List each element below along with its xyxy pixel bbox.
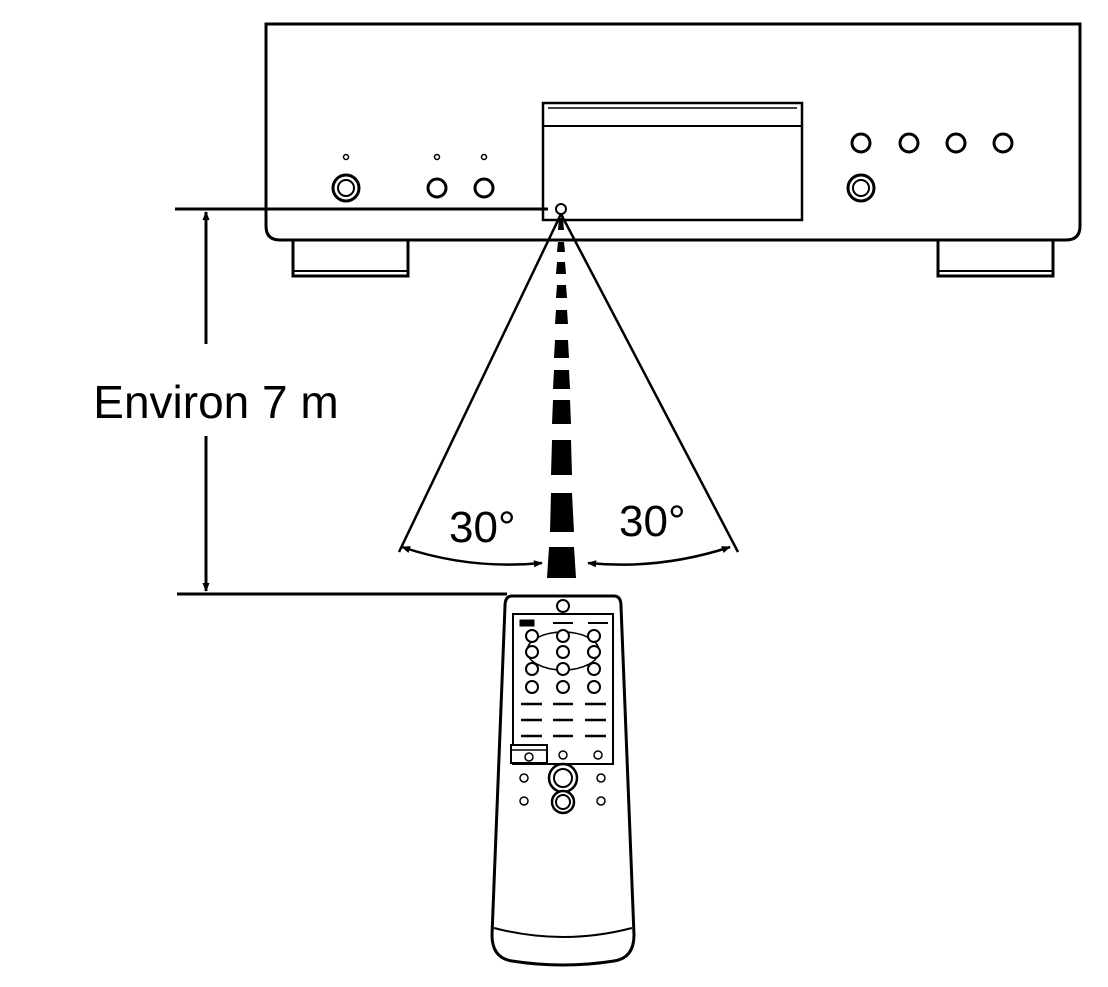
angle-right-label: 30° <box>619 497 686 546</box>
ir-beam <box>547 218 576 578</box>
distance-label: Environ 7 m <box>93 376 338 428</box>
cone-left-edge <box>397 213 563 553</box>
angle-left-label: 30° <box>449 503 516 552</box>
cd-player-icon <box>264 22 1082 278</box>
ir-sensor-icon <box>555 203 567 215</box>
cone-right-edge <box>559 213 740 553</box>
remote-control-icon <box>490 594 636 967</box>
angle-arcs <box>401 545 731 568</box>
